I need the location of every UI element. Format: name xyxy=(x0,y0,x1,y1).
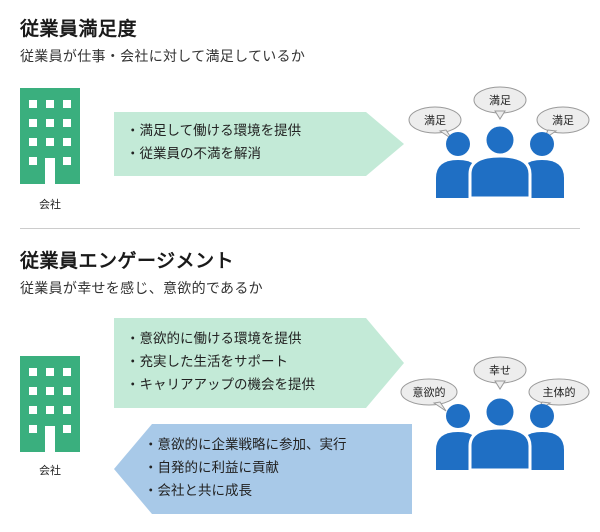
bubble-text: 満足 xyxy=(552,114,574,127)
bubble-text: 幸せ xyxy=(489,364,511,377)
bubble-text: 意欲的 xyxy=(412,386,446,399)
satisfaction-subtitle: 従業員が仕事・会社に対して満足しているか xyxy=(20,49,306,65)
list-item: 満足して働ける環境を提供 xyxy=(126,120,302,143)
employee-to-company-arrow: 意欲的に企業戦略に参加、実行 自発的に利益に貢献 会社と共に成長 xyxy=(114,424,412,514)
company-to-employee-arrow: 意欲的に働ける環境を提供 充実した生活をサポート キャリアアップの機会を提供 xyxy=(114,318,404,408)
engagement-subtitle: 従業員が幸せを感じ、意欲的であるか xyxy=(20,281,263,297)
list-item: キャリアアップの機会を提供 xyxy=(126,374,316,397)
company-building-icon xyxy=(20,88,80,184)
company-actions-list: 意欲的に働ける環境を提供 充実した生活をサポート キャリアアップの機会を提供 xyxy=(126,328,316,397)
company-label: 会社 xyxy=(39,464,61,477)
speech-bubble: 満足 xyxy=(536,106,590,140)
employees-group-icon xyxy=(436,395,564,470)
bubble-text: 満足 xyxy=(489,94,511,107)
list-item: 意欲的に働ける環境を提供 xyxy=(126,328,315,351)
list-item: 会社と共に成長 xyxy=(144,480,347,503)
satisfaction-arrow: 満足して働ける環境を提供 従業員の不満を解消 xyxy=(114,112,404,176)
satisfaction-title: 従業員満足度 xyxy=(20,18,138,40)
speech-bubble: 満足 xyxy=(473,86,527,120)
engagement-title: 従業員エンゲージメント xyxy=(20,250,235,272)
list-item: 意欲的に企業戦略に参加、実行 xyxy=(144,434,347,457)
bubble-text: 主体的 xyxy=(542,386,576,399)
satisfaction-list: 満足して働ける環境を提供 従業員の不満を解消 xyxy=(126,120,302,166)
company-building-icon xyxy=(20,356,80,452)
employee-actions-list: 意欲的に企業戦略に参加、実行 自発的に利益に貢献 会社と共に成長 xyxy=(144,434,347,503)
bubble-text: 満足 xyxy=(424,114,446,127)
speech-bubble: 幸せ xyxy=(473,356,527,390)
list-item: 自発的に利益に貢献 xyxy=(144,457,347,480)
employees-group-icon xyxy=(436,123,564,198)
speech-bubble: 意欲的 xyxy=(400,378,458,412)
section-divider xyxy=(20,228,580,229)
list-item: 従業員の不満を解消 xyxy=(126,143,301,166)
company-label: 会社 xyxy=(39,198,61,211)
list-item: 充実した生活をサポート xyxy=(126,351,315,374)
